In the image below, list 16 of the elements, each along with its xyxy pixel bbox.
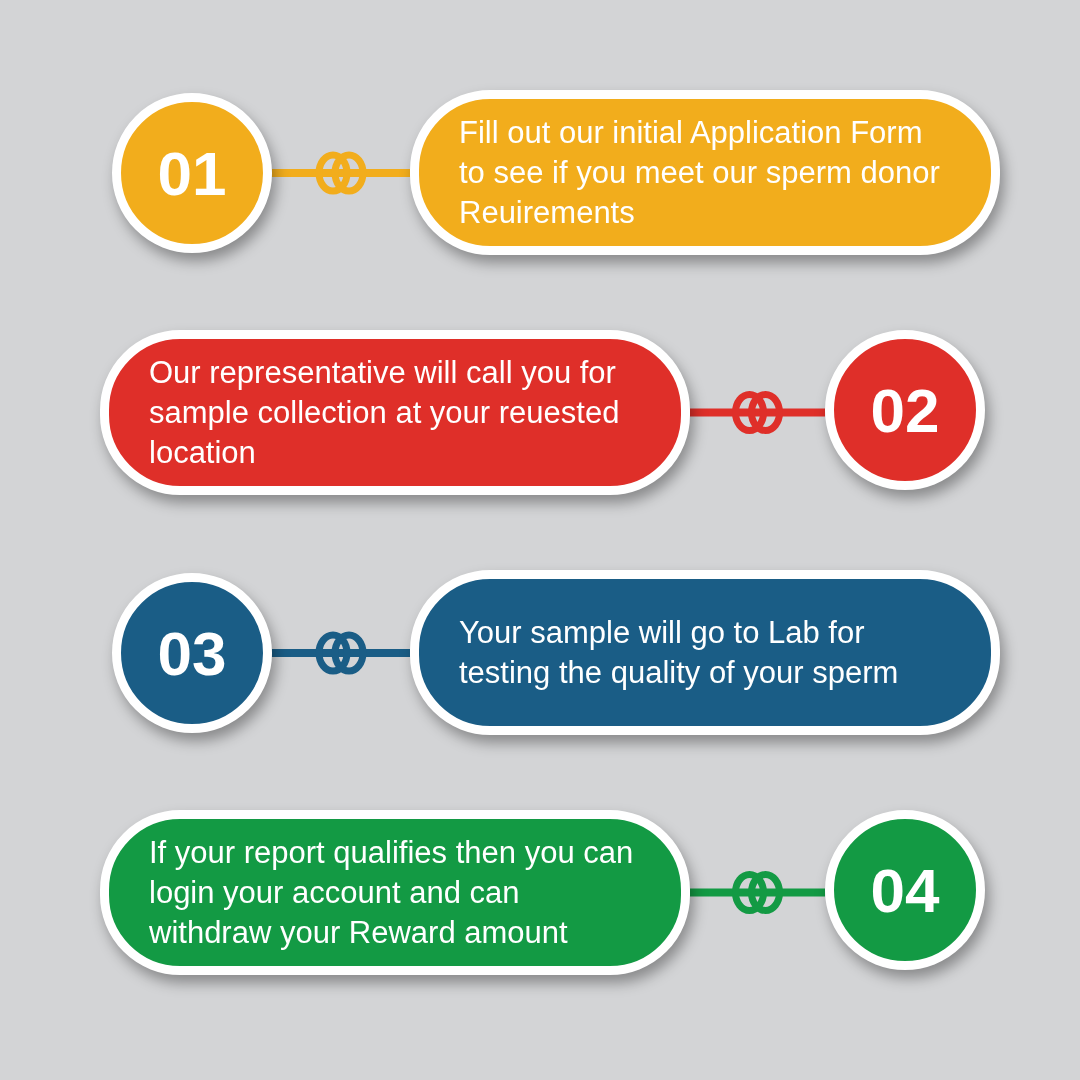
step-number: 03 — [157, 617, 227, 689]
step-description-pill — [410, 90, 1000, 255]
step-number: 04 — [870, 854, 940, 926]
chain-connector — [272, 631, 410, 675]
chain-connector — [690, 871, 825, 914]
step-description: If your report qualifies then you can login your account and can withdraw your Reward amount — [149, 833, 635, 952]
step-number: 02 — [870, 374, 940, 446]
step-number: 01 — [157, 137, 227, 209]
step-description: Fill out our initial Application Form to see if you meet our sperm donor Reuirements — [459, 113, 941, 232]
chain-connector — [690, 391, 825, 434]
step-description-pill — [410, 570, 1000, 735]
chain-connector — [272, 151, 410, 195]
step-description: Your sample will go to Lab for testing the quality of your sperm — [459, 613, 900, 692]
step-description: Our representative will call you for sample collection at your reuested location — [149, 353, 621, 472]
step-description-pill — [100, 330, 690, 495]
step-description-pill — [100, 810, 690, 975]
